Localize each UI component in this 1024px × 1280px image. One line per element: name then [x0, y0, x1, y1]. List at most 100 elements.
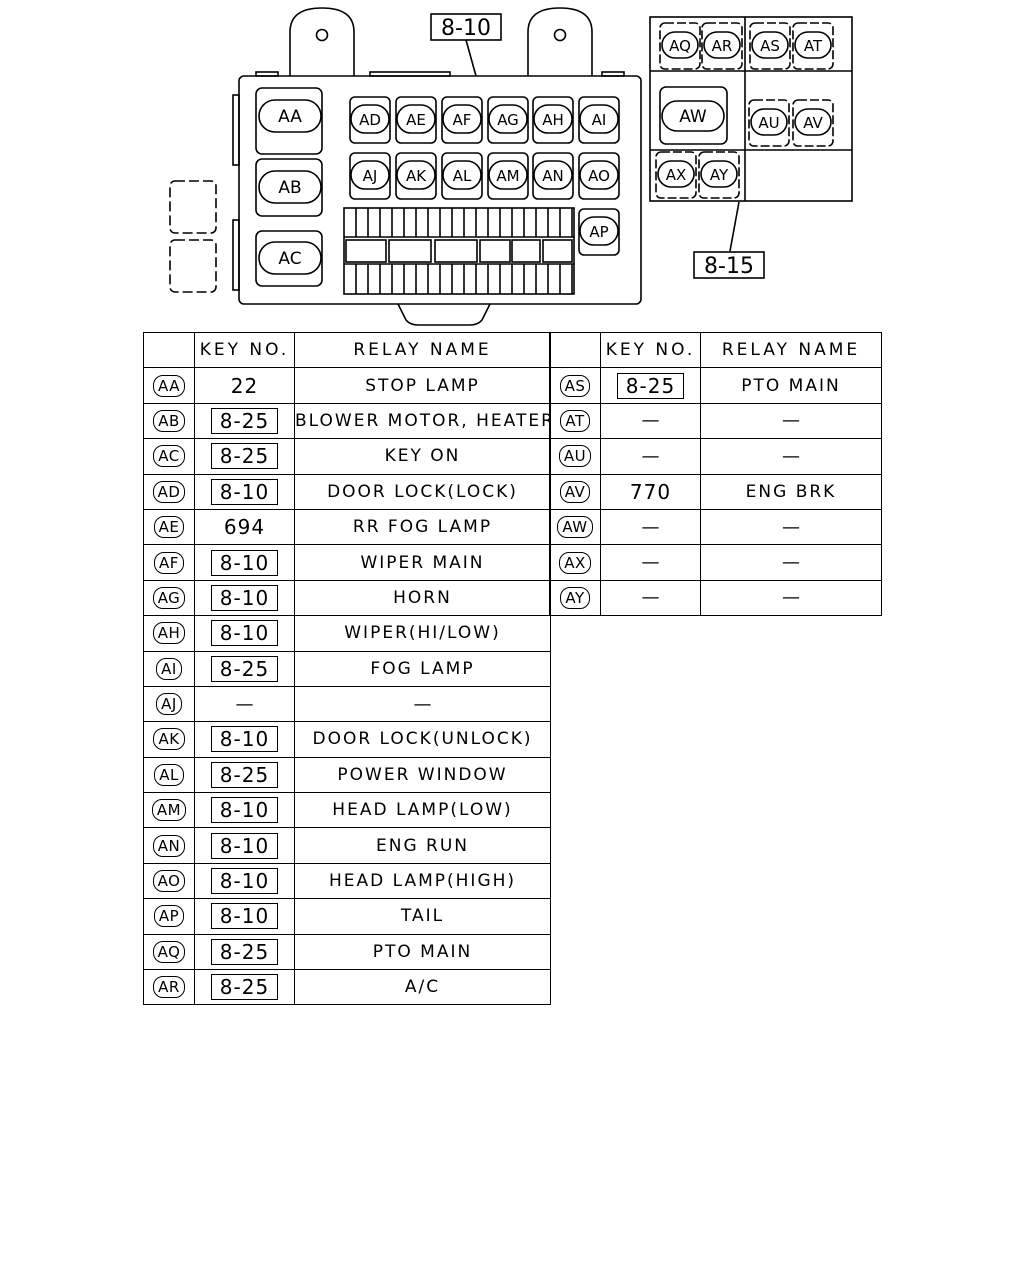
table-row: AR 8-25 A/C [143, 969, 551, 1006]
relay-label: AK [406, 167, 427, 185]
relay-code-cell: AV [549, 473, 601, 510]
key-no-cell: 8-10 [194, 827, 295, 864]
relay-code-cell: AI [143, 650, 195, 687]
relay-name-cell: RR FOG LAMP [294, 508, 551, 546]
callout-8-15-leader [729, 201, 740, 252]
key-no-cell: 8-25 [194, 756, 295, 794]
header-relay-name: RELAY NAME [700, 331, 882, 369]
relay-code-cell: AG [143, 579, 195, 617]
relay-label: AU [758, 114, 779, 132]
key-no-reference: 8-25 [210, 761, 279, 788]
relay-ay: AY [698, 151, 740, 199]
relay-name-cell: — [700, 438, 882, 475]
relay-code: AS [559, 374, 591, 397]
table-row: AL 8-25 POWER WINDOW [143, 756, 551, 794]
relay-name-cell: WIPER MAIN [294, 544, 551, 581]
key-no-cell: 8-25 [194, 969, 295, 1006]
relay-name: KEY ON [384, 446, 461, 467]
key-no-cell: 8-10 [194, 544, 295, 581]
header-key-no: KEY NO. [194, 331, 295, 369]
key-no-reference: 8-25 [210, 443, 279, 470]
relay-ah: AH [532, 96, 574, 144]
relay-am: AM [487, 152, 529, 200]
relay-code: AM [151, 799, 187, 822]
relay-code: AF [154, 551, 184, 574]
relay-name: WIPER(HI/LOW) [344, 623, 501, 644]
relay-name-cell: — [700, 579, 882, 617]
key-no-reference: 8-25 [210, 974, 279, 1001]
table-row: AW—— [549, 508, 882, 546]
relay-name-cell: FOG LAMP [294, 650, 551, 687]
relay-code: AV [559, 480, 591, 503]
relay-name: PTO MAIN [372, 941, 473, 962]
key-no-cell: 8-25 [194, 438, 295, 475]
key-no-value: 694 [223, 515, 266, 540]
relay-name-cell: — [700, 508, 882, 546]
relay-aq: AQ [659, 22, 701, 70]
relay-name-cell: HEAD LAMP(HIGH) [294, 862, 551, 900]
relay-name-cell: PTO MAIN [294, 933, 551, 971]
relay-code: AQ [152, 940, 186, 963]
relay-code-cell: AF [143, 544, 195, 581]
relay-code: AK [153, 728, 185, 751]
relay-code: AD [152, 480, 186, 503]
relay-label: AE [406, 111, 426, 129]
relay-name: STOP LAMP [365, 375, 480, 396]
key-no-cell: 694 [194, 508, 295, 546]
relay-code-cell: AH [143, 615, 195, 652]
relay-label: AL [453, 167, 472, 185]
key-no-reference: 8-25 [210, 407, 279, 434]
relay-name-cell: WIPER(HI/LOW) [294, 615, 551, 652]
table-header-row: KEY NO. RELAY NAME [549, 331, 882, 369]
fuse-block [343, 207, 575, 295]
relay-name: ENG RUN [375, 835, 469, 856]
relay-name: — [782, 587, 800, 609]
relay-name: — [782, 552, 800, 574]
relay-label: AW [679, 107, 707, 127]
table-row: AX—— [549, 544, 882, 581]
key-no-cell: 8-10 [194, 579, 295, 617]
key-no-reference: 8-25 [210, 938, 279, 965]
relay-ar: AR [701, 22, 743, 70]
relay-code-cell: AQ [143, 933, 195, 971]
relay-label: AJ [363, 167, 378, 185]
table-row: AU—— [549, 438, 882, 475]
relay-code: AJ [156, 693, 182, 716]
relay-name-cell: DOOR LOCK(LOCK) [294, 473, 551, 510]
relay-name-cell: POWER WINDOW [294, 756, 551, 794]
relay-name-cell: BLOWER MOTOR, HEATER [294, 402, 551, 440]
relay-code-cell: AA [143, 367, 195, 404]
relay-name-cell: STOP LAMP [294, 367, 551, 404]
relay-label: AP [589, 223, 608, 241]
relay-code-cell: AX [549, 544, 601, 581]
relay-code: AP [153, 905, 185, 928]
relay-code: AR [153, 976, 185, 999]
relay-au: AU [748, 99, 790, 147]
key-no-reference: 8-10 [210, 726, 279, 753]
relay-code: AT [560, 409, 590, 432]
relay-code: AH [152, 622, 186, 645]
relay-name: A/C [404, 977, 441, 998]
key-no-reference: 8-10 [210, 868, 279, 895]
relay-code-cell: AT [549, 402, 601, 440]
table-header-row: KEY NO. RELAY NAME [143, 331, 551, 369]
header-code-cell [143, 331, 195, 369]
relay-code: AL [154, 763, 184, 786]
relay-name-cell: TAIL [294, 898, 551, 935]
key-no-value: — [641, 445, 660, 467]
key-no-cell: — [600, 402, 701, 440]
header-key-no: KEY NO. [600, 331, 701, 369]
table-row: AQ 8-25 PTO MAIN [143, 933, 551, 971]
relay-name-cell: PTO MAIN [700, 367, 882, 404]
blade-fuse [511, 239, 541, 263]
left-mounting-ear [289, 7, 355, 76]
sub-relay-box [649, 16, 853, 202]
relay-label: AO [588, 167, 610, 185]
